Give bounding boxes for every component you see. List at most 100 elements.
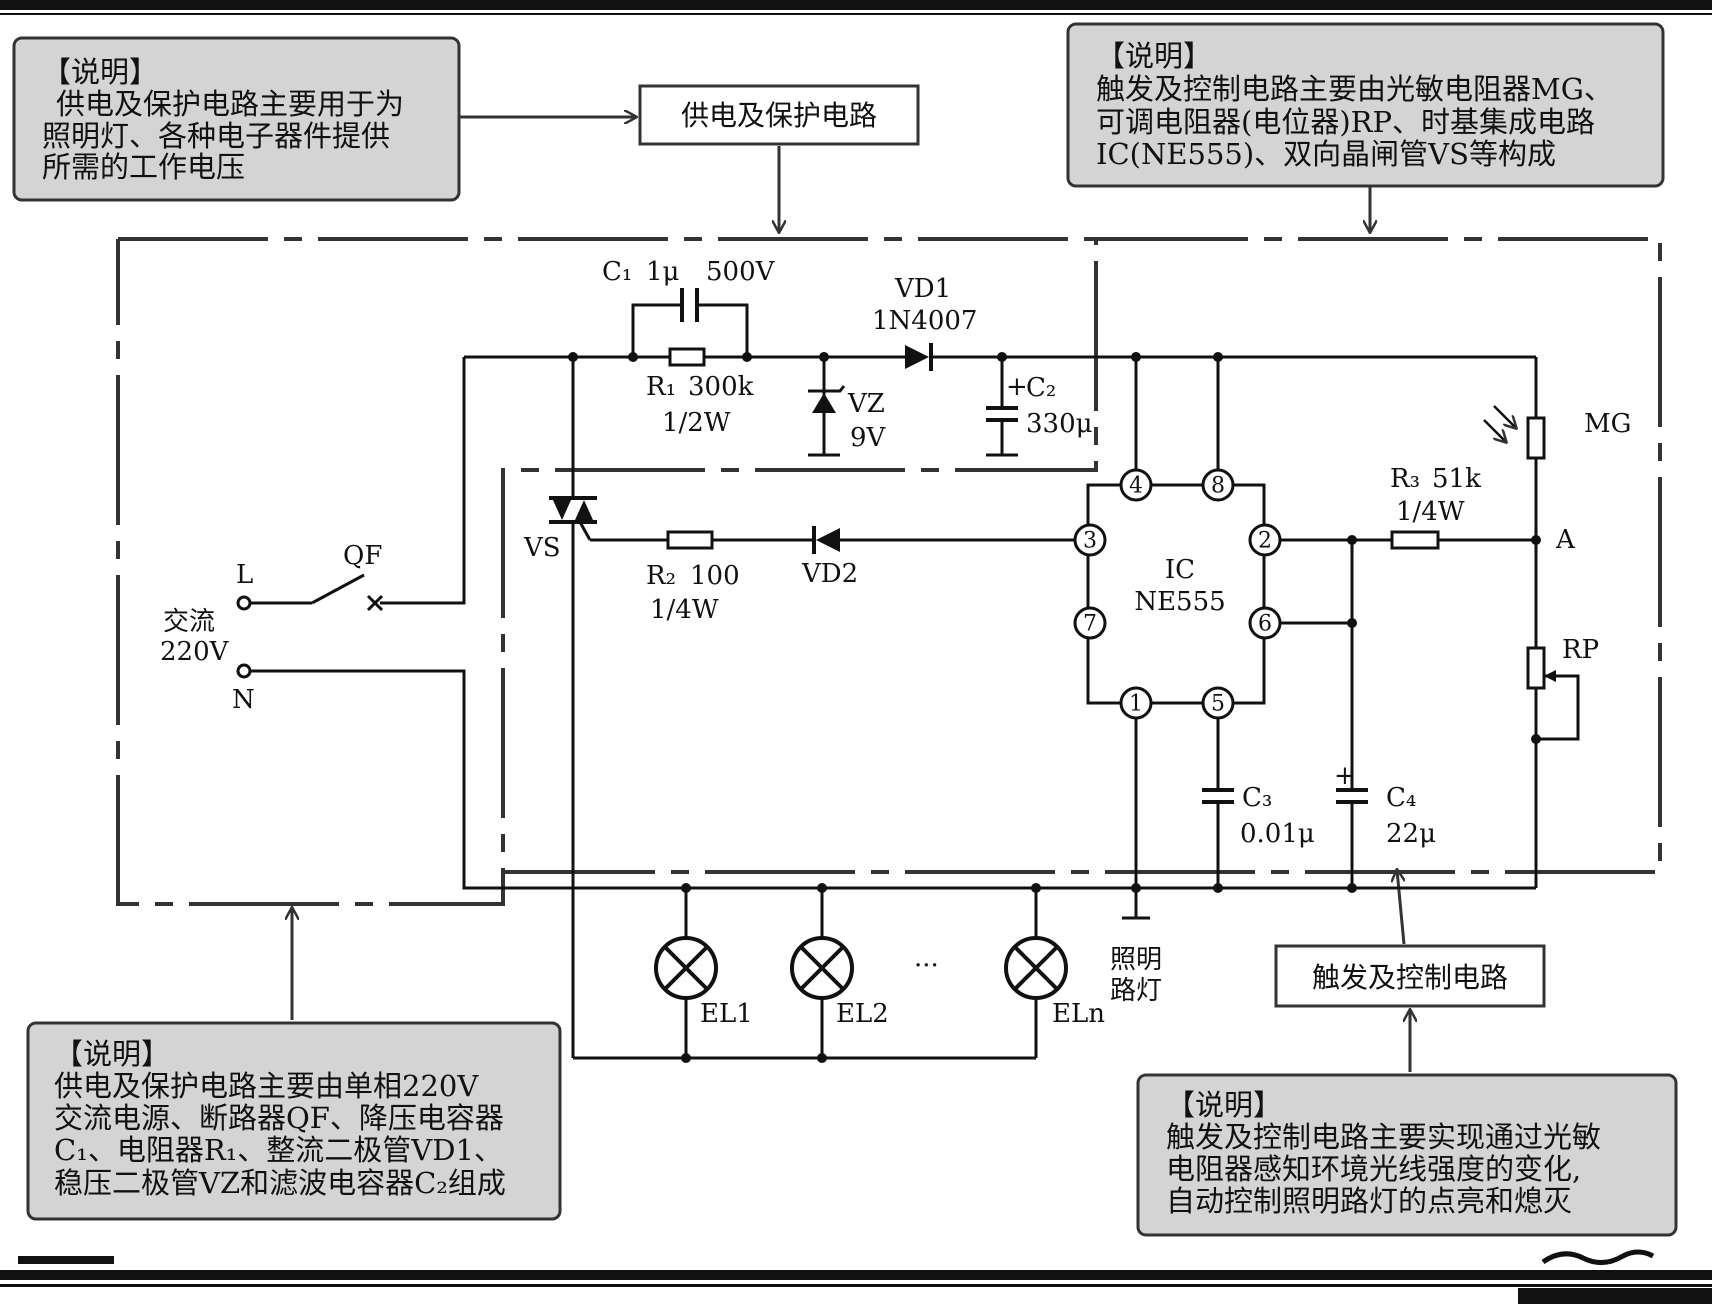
svg-text:C₁、电阻器R₁、整流二极管VD1、: C₁、电阻器R₁、整流二极管VD1、	[54, 1133, 503, 1167]
svg-text:L: L	[236, 560, 253, 590]
lamp-el1: EL1	[654, 936, 753, 1029]
resistor-r3: R₃ 51k 1/4W	[1390, 464, 1481, 550]
diode-vd2: VD2	[801, 526, 858, 589]
note-trigger-bottom: 【说明】 触发及控制电路主要实现通过光敏 电阻器感知环境光线强度的变化, 自动控…	[1136, 1073, 1678, 1237]
svg-text:RP: RP	[1562, 635, 1599, 665]
svg-text:可调电阻器(电位器)RP、时基集成电路: 可调电阻器(电位器)RP、时基集成电路	[1096, 105, 1595, 139]
svg-text:R₃: R₃	[1390, 464, 1420, 494]
svg-text:交流电源、断路器QF、降压电容器: 交流电源、断路器QF、降压电容器	[54, 1101, 504, 1135]
node-a-label: A	[1555, 525, 1576, 555]
svg-text:VD1: VD1	[894, 274, 951, 304]
svg-text:R₂: R₂	[646, 561, 676, 591]
wiring	[247, 303, 1580, 1060]
lamp-group-label: 照明 路灯	[1110, 945, 1162, 1006]
svg-text:C₄: C₄	[1386, 783, 1416, 813]
note-heading: 【说明】	[1096, 39, 1212, 73]
svg-text:500V: 500V	[706, 257, 776, 287]
svg-text:IC: IC	[1165, 555, 1195, 585]
svg-text:1: 1	[1129, 692, 1143, 717]
svg-text:触发及控制电路: 触发及控制电路	[1312, 961, 1508, 994]
svg-text:照明: 照明	[1110, 945, 1162, 975]
note-power-top: 【说明】 供电及保护电路主要用于为 照明灯、各种电子器件提供 所需的工作电压	[12, 36, 461, 202]
capacitor-c3: C₃ 0.01μ	[1202, 783, 1315, 849]
svg-text:ELn: ELn	[1052, 999, 1105, 1029]
svg-text:C₃: C₃	[1242, 783, 1272, 813]
svg-text:8: 8	[1211, 474, 1225, 499]
block-boundaries	[116, 237, 1662, 906]
svg-text:电阻器感知环境光线强度的变化,: 电阻器感知环境光线强度的变化,	[1166, 1152, 1581, 1186]
svg-text:+: +	[1334, 761, 1356, 791]
triac-vs: VS	[523, 496, 597, 563]
capacitor-c2: + C₂ 330μ	[986, 372, 1093, 439]
bottom-border-bar	[0, 1270, 1712, 1280]
breaker-qf: QF	[250, 541, 384, 612]
svg-text:100: 100	[690, 561, 740, 591]
top-border-bar	[0, 0, 1712, 10]
note-power-bottom: 【说明】 供电及保护电路主要由单相220V 交流电源、断路器QF、降压电容器 C…	[26, 1021, 562, 1221]
svg-text:1/2W: 1/2W	[662, 408, 731, 438]
svg-text:4: 4	[1129, 474, 1143, 499]
capacitor-c4: + C₄ 22μ	[1334, 761, 1436, 849]
svg-text:照明灯、各种电子器件提供: 照明灯、各种电子器件提供	[42, 119, 390, 153]
svg-text:触发及控制电路主要由光敏电阻器MG、: 触发及控制电路主要由光敏电阻器MG、	[1096, 72, 1613, 106]
svg-text:51k: 51k	[1432, 464, 1481, 494]
ic-pin-4: 4	[1119, 468, 1153, 502]
svg-text:2: 2	[1258, 529, 1272, 554]
callout-arrows	[292, 117, 1410, 1072]
svg-text:+: +	[1006, 372, 1028, 402]
svg-text:EL2: EL2	[836, 999, 889, 1029]
ic-pin-3: 3	[1073, 523, 1107, 557]
svg-text:7: 7	[1083, 612, 1097, 637]
svg-text:IC(NE555)、双向晶闸管VS等构成: IC(NE555)、双向晶闸管VS等构成	[1096, 137, 1556, 171]
zener-vz: VZ 9V	[808, 385, 887, 453]
svg-text:MG: MG	[1584, 409, 1631, 439]
note-heading: 【说明】	[1166, 1088, 1282, 1122]
svg-text:EL1: EL1	[700, 999, 753, 1029]
svg-text:9V: 9V	[850, 423, 887, 453]
svg-text:1/4W: 1/4W	[650, 595, 719, 625]
ic-pin-5: 5	[1201, 686, 1235, 720]
ic-pin-7: 7	[1073, 606, 1107, 640]
svg-text:220V: 220V	[160, 637, 230, 667]
ic-pin-8: 8	[1201, 468, 1235, 502]
potentiometer-rp: RP	[1526, 635, 1599, 690]
svg-text:QF: QF	[343, 541, 382, 571]
svg-text:1N4007: 1N4007	[872, 306, 977, 336]
ac-source: L N 交流 220V	[160, 560, 255, 715]
svg-text:C₂: C₂	[1026, 373, 1056, 403]
svg-text:稳压二极管VZ和滤波电容器C₂组成: 稳压二极管VZ和滤波电容器C₂组成	[54, 1166, 506, 1200]
svg-text:VS: VS	[523, 533, 561, 563]
svg-text:3: 3	[1083, 529, 1097, 554]
svg-text:自动控制照明路灯的点亮和熄灭: 自动控制照明路灯的点亮和熄灭	[1166, 1184, 1572, 1218]
svg-text:N: N	[232, 685, 255, 715]
svg-text:6: 6	[1258, 612, 1272, 637]
diode-vd1: VD1 1N4007	[872, 274, 977, 371]
ic-pin-6: 6	[1248, 606, 1282, 640]
junction-dots	[568, 352, 1541, 1063]
svg-text:C₁: C₁	[602, 257, 632, 287]
ic-pin-1: 1	[1119, 686, 1153, 720]
capacitor-c1: C₁ 1μ 500V	[602, 257, 776, 322]
svg-text:所需的工作电压: 所需的工作电压	[42, 150, 245, 184]
svg-text:VZ: VZ	[847, 389, 885, 419]
note-heading: 【说明】	[54, 1037, 170, 1071]
note-trigger-top: 【说明】 触发及控制电路主要由光敏电阻器MG、 可调电阻器(电位器)RP、时基集…	[1066, 22, 1665, 188]
lamp-ellipsis: ···	[914, 951, 939, 981]
svg-text:交流: 交流	[163, 607, 215, 637]
svg-text:0.01μ: 0.01μ	[1240, 819, 1315, 849]
photoresistor-mg: MG	[1483, 405, 1631, 460]
lamp-eln: ELn	[1004, 936, 1105, 1029]
svg-text:300k: 300k	[688, 372, 754, 402]
svg-text:5: 5	[1211, 692, 1225, 717]
ic-pin-2: 2	[1248, 523, 1282, 557]
svg-text:供电及保护电路主要由单相220V: 供电及保护电路主要由单相220V	[54, 1069, 479, 1103]
svg-text:330μ: 330μ	[1026, 409, 1093, 439]
svg-text:触发及控制电路主要实现通过光敏: 触发及控制电路主要实现通过光敏	[1166, 1120, 1601, 1154]
note-heading: 【说明】	[42, 55, 158, 89]
svg-text:1/4W: 1/4W	[1396, 497, 1465, 527]
svg-text:R₁: R₁	[646, 372, 676, 402]
block-label-power: 供电及保护电路	[638, 84, 920, 146]
svg-text:供电及保护电路: 供电及保护电路	[681, 99, 877, 132]
svg-text:NE555: NE555	[1134, 587, 1225, 617]
